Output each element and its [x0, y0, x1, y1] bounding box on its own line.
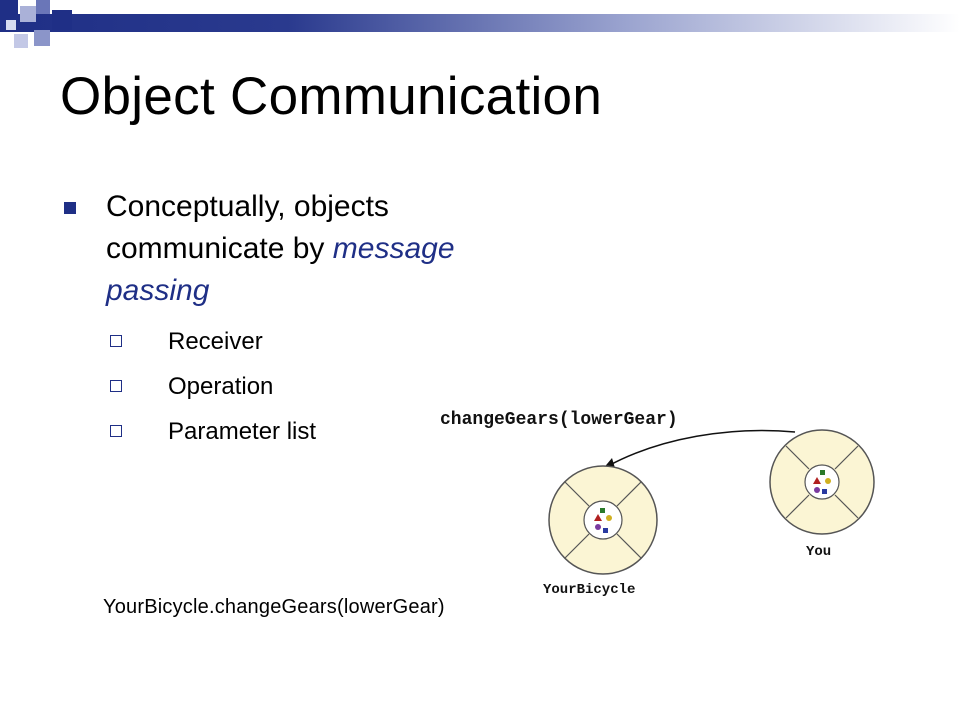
bullet-list: Conceptually, objects communicate by mes… — [60, 186, 500, 447]
code-example: YourBicycle.changeGears(lowerGear) — [103, 596, 445, 618]
sender-label: You — [806, 544, 831, 560]
sub-bullet: Parameter list — [60, 417, 500, 447]
header-square-1 — [0, 0, 18, 18]
bullet-main-emphasis: message passing — [106, 232, 455, 307]
receiver-object — [548, 465, 658, 575]
bullet-main-text: Conceptually, objects communicate by — [106, 190, 389, 265]
header-square-7 — [6, 20, 16, 30]
header-band — [0, 14, 960, 32]
sub-bullet-label: Receiver — [168, 328, 263, 355]
receiver-label: YourBicycle — [543, 582, 635, 598]
message-arrow — [607, 429, 796, 467]
sub-bullet-label: Parameter list — [168, 418, 317, 445]
header-square-4 — [52, 10, 72, 30]
header-square-3 — [36, 0, 50, 14]
hollow-square-bullet-icon — [110, 425, 122, 437]
square-bullet-icon — [64, 202, 76, 214]
header-square-2 — [20, 6, 36, 22]
header-square-6 — [34, 30, 50, 46]
hollow-square-bullet-icon — [110, 380, 122, 392]
bullet-main: Conceptually, objects communicate by mes… — [60, 186, 500, 312]
hollow-square-bullet-icon — [110, 335, 122, 347]
slide-title: Object Communication — [60, 67, 603, 126]
sub-bullet-label: Operation — [168, 373, 274, 400]
sub-bullet: Operation — [60, 372, 500, 402]
header-square-5 — [14, 34, 28, 48]
message-label: changeGears(lowerGear) — [440, 410, 678, 430]
message-passing-figure: changeGears(lowerGear) YourBicycle — [440, 410, 875, 598]
sender-object — [769, 429, 875, 535]
sub-bullet: Receiver — [60, 327, 500, 357]
